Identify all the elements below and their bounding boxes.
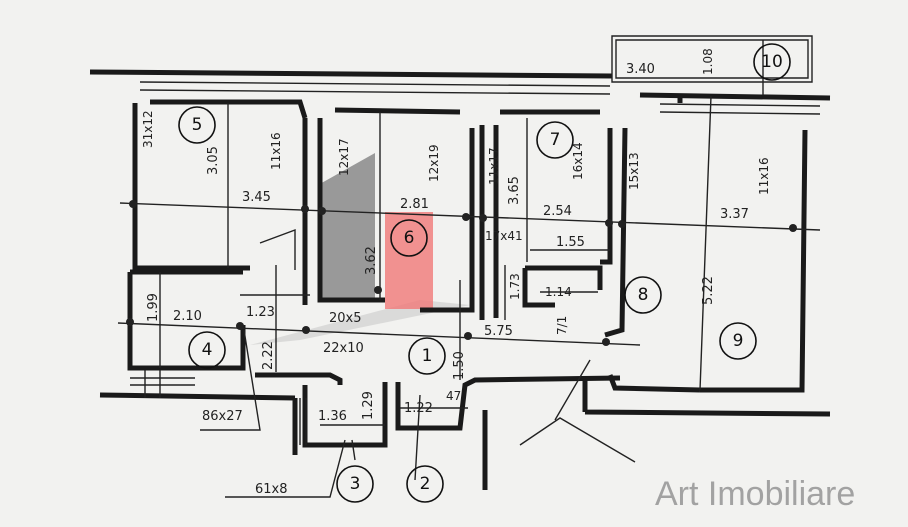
svg-text:11x16: 11x16 <box>269 132 283 170</box>
svg-text:1.55: 1.55 <box>556 235 585 250</box>
svg-text:1.36: 1.36 <box>318 409 347 424</box>
room-10-label[interactable]: 10 <box>753 43 791 81</box>
dimension-texts: 3.45 2.81 2.54 3.37 1.55 3.40 2.10 1.23 … <box>141 48 771 497</box>
shaded-area <box>318 153 375 300</box>
svg-text:7: 7 <box>550 130 561 150</box>
svg-text:5: 5 <box>192 115 203 135</box>
svg-text:2.10: 2.10 <box>173 309 202 324</box>
room-1-label[interactable]: 1 <box>408 337 446 375</box>
room-9-label[interactable]: 9 <box>719 322 757 360</box>
svg-text:7/1: 7/1 <box>555 316 569 335</box>
svg-text:1.08: 1.08 <box>701 48 715 75</box>
dimension-lines <box>117 40 821 498</box>
svg-text:22x10: 22x10 <box>323 341 364 356</box>
svg-text:3: 3 <box>350 474 361 494</box>
svg-text:12x17: 12x17 <box>337 138 351 176</box>
svg-text:1.99: 1.99 <box>146 293 161 322</box>
svg-text:1.14: 1.14 <box>545 285 572 299</box>
room-4-label[interactable]: 4 <box>188 331 226 369</box>
svg-text:2.22: 2.22 <box>261 341 276 370</box>
svg-text:1.73: 1.73 <box>508 273 522 300</box>
walls <box>89 35 831 490</box>
svg-text:5.75: 5.75 <box>484 324 513 339</box>
svg-text:3.65: 3.65 <box>507 176 522 205</box>
svg-text:5.22: 5.22 <box>701 276 716 305</box>
svg-text:15x13: 15x13 <box>627 152 641 190</box>
svg-text:1.23: 1.23 <box>246 305 275 320</box>
room-labels: 5 6 7 8 9 10 4 1 3 2 <box>178 43 791 503</box>
dimension-dots <box>126 200 797 346</box>
svg-text:10: 10 <box>761 52 783 72</box>
svg-text:86x27: 86x27 <box>202 409 243 424</box>
room-7-label[interactable]: 7 <box>536 121 574 159</box>
watermark-logo: Art Imobiliare <box>655 475 855 513</box>
svg-text:3.05: 3.05 <box>206 146 221 175</box>
room-8-label[interactable]: 8 <box>624 276 662 314</box>
svg-text:2.81: 2.81 <box>400 197 429 212</box>
svg-text:11x17: 11x17 <box>487 147 501 185</box>
room-6-highlight[interactable] <box>385 212 433 309</box>
svg-text:47: 47 <box>446 389 461 403</box>
svg-text:17x41: 17x41 <box>485 229 523 243</box>
svg-text:9: 9 <box>733 331 744 351</box>
svg-text:2: 2 <box>420 474 431 494</box>
svg-text:1: 1 <box>422 346 433 366</box>
svg-text:8: 8 <box>638 285 649 305</box>
svg-text:4: 4 <box>202 340 213 360</box>
svg-text:6: 6 <box>404 228 415 248</box>
svg-text:3.40: 3.40 <box>626 62 655 77</box>
svg-text:31x12: 31x12 <box>141 110 155 148</box>
svg-text:20x5: 20x5 <box>329 311 362 326</box>
room-2-label[interactable]: 2 <box>406 465 444 503</box>
svg-text:1.50: 1.50 <box>452 351 467 380</box>
svg-text:16x14: 16x14 <box>571 142 585 180</box>
svg-text:11x16: 11x16 <box>757 157 771 195</box>
room-6-label[interactable]: 6 <box>390 219 428 257</box>
svg-text:1.22: 1.22 <box>404 401 433 416</box>
svg-text:1.29: 1.29 <box>361 391 376 420</box>
svg-text:12x19: 12x19 <box>427 144 441 182</box>
svg-text:2.54: 2.54 <box>543 204 572 219</box>
room-3-label[interactable]: 3 <box>336 465 374 503</box>
svg-text:3.62: 3.62 <box>364 246 379 275</box>
svg-text:61x8: 61x8 <box>255 482 288 497</box>
svg-text:3.45: 3.45 <box>242 190 271 205</box>
svg-text:3.37: 3.37 <box>720 207 749 222</box>
room-5-label[interactable]: 5 <box>178 106 216 144</box>
